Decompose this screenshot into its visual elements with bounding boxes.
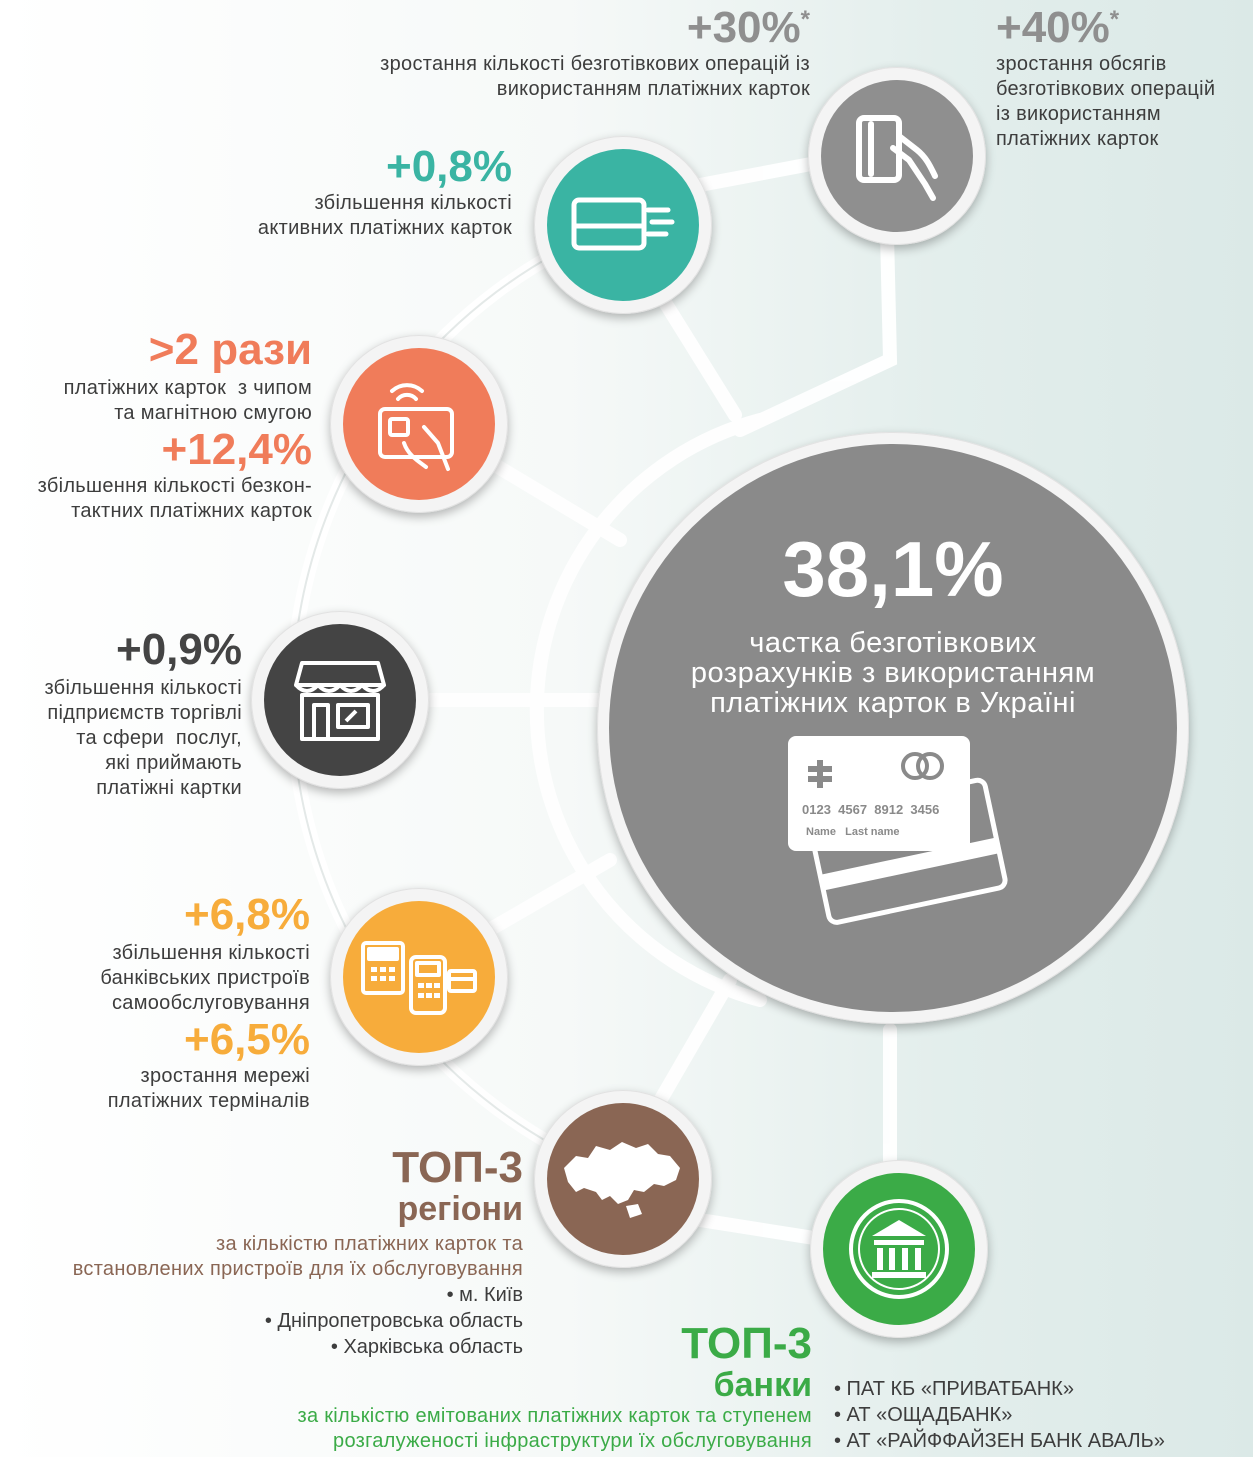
ops-count-value: +30% bbox=[686, 3, 801, 52]
contactless-card-icon bbox=[378, 383, 454, 471]
top-regions-subtitle: регіони bbox=[397, 1190, 524, 1228]
ops-volume-footnote-mark: * bbox=[1109, 6, 1120, 33]
devices-value: +6,8% bbox=[184, 890, 310, 939]
merchants-line2: підприємств торгівлі bbox=[47, 702, 242, 724]
atm-terminal-icon bbox=[361, 941, 477, 1015]
active-cards-line1: збільшення кількості bbox=[314, 192, 512, 214]
top-regions-title: ТОП-3 bbox=[392, 1143, 523, 1192]
devices-line4: зростання мережі bbox=[140, 1065, 310, 1087]
devices-circle bbox=[330, 888, 508, 1066]
top-banks-item-1: • ПАТ КБ «ПРИВАТБАНК» bbox=[834, 1378, 1074, 1400]
center-caption-line1: частка безготівкових bbox=[749, 627, 1037, 659]
devices-line5: платіжних терміналів bbox=[107, 1090, 310, 1112]
top-banks-subtitle: банки bbox=[713, 1366, 812, 1404]
ops-volume-block: +40%* зростання обсягів безготівкових оп… bbox=[996, 6, 1246, 152]
center-caption-line3: платіжних карток в Україні bbox=[710, 687, 1076, 719]
bank-building-icon bbox=[849, 1199, 949, 1299]
terminals-value: +6,5% bbox=[184, 1015, 310, 1064]
top-regions-item-2: • Дніпропетровська область bbox=[264, 1310, 523, 1332]
merchants-block: +0,9% збільшення кількості підприємств т… bbox=[0, 628, 242, 801]
ukraine-map-icon bbox=[564, 1142, 680, 1218]
active-cards-line2: активних платіжних карток bbox=[257, 217, 512, 239]
top-regions-line2: встановлених пристроїв для їх обслуговув… bbox=[72, 1258, 523, 1280]
devices-line1: збільшення кількості bbox=[112, 942, 310, 964]
top-banks-line2: розгалуженості інфраструктури їх обслуго… bbox=[333, 1430, 812, 1452]
top-banks-item-3: • АТ «РАЙФФАЙЗЕН БАНК АВАЛЬ» bbox=[834, 1430, 1165, 1452]
ops-count-line2: використанням платіжних карток bbox=[496, 78, 810, 100]
merchants-circle bbox=[251, 611, 429, 789]
center-caption-line2: розрахунків з використанням bbox=[690, 657, 1096, 689]
top-banks-block: ТОП-3 банки за кількістю емітованих плат… bbox=[200, 1319, 813, 1454]
store-icon bbox=[294, 661, 386, 741]
ops-volume-line3: із використанням bbox=[996, 103, 1161, 125]
top-banks-title: ТОП-3 bbox=[681, 1319, 812, 1368]
ops-volume-value: +40% bbox=[996, 3, 1110, 52]
speeding-card-icon bbox=[571, 197, 675, 251]
ops-volume-line1: зростання обсягів bbox=[996, 53, 1167, 75]
card-number: 0123 4567 8912 3456 bbox=[802, 802, 940, 817]
chip-cards-line2: та магнітною смугою bbox=[114, 402, 312, 424]
devices-line3: самообслуговування bbox=[111, 992, 310, 1014]
ops-volume-line2: безготівкових операцій bbox=[996, 78, 1216, 100]
regions-circle bbox=[534, 1090, 712, 1268]
contactless-value: +12,4% bbox=[161, 425, 312, 474]
center-value: 38,1% bbox=[782, 525, 1004, 613]
ops-count-block: +30%* зростання кількості безготівкових … bbox=[300, 6, 810, 102]
chip-cards-line3: збільшення кількості безкон- bbox=[37, 475, 312, 497]
chip-cards-circle bbox=[330, 335, 508, 513]
chip-cards-value: >2 рази bbox=[148, 325, 312, 374]
banks-circle bbox=[810, 1160, 988, 1338]
top-banks-item-2: • АТ «ОЩАДБАНК» bbox=[834, 1404, 1013, 1426]
card-name: Name Last name bbox=[806, 826, 900, 838]
ops-volume-circle bbox=[808, 67, 986, 245]
merchants-line5: платіжні картки bbox=[96, 777, 242, 799]
top-regions-block: ТОП-3 регіони за кількістю платіжних кар… bbox=[20, 1146, 523, 1360]
chip-cards-block: >2 рази платіжних карток з чипом та магн… bbox=[0, 328, 312, 524]
ops-count-line1: зростання кількості безготівкових операц… bbox=[380, 53, 810, 75]
merchants-line1: збільшення кількості bbox=[44, 677, 242, 699]
merchants-value: +0,9% bbox=[116, 625, 242, 674]
top-regions-item-1: • м. Київ bbox=[446, 1284, 523, 1306]
center-circle: 38,1% частка безготівкових розрахунків з… bbox=[597, 432, 1189, 1024]
chip-cards-line4: тактних платіжних карток bbox=[71, 500, 312, 522]
credit-card-icon: 0123 4567 8912 3456 Name Last name bbox=[788, 736, 1018, 926]
top-regions-line1: за кількістю платіжних карток та bbox=[215, 1233, 523, 1255]
active-cards-circle bbox=[534, 136, 712, 314]
chip-cards-line1: платіжних карток з чипом bbox=[63, 377, 312, 399]
devices-line2: банківських пристроїв bbox=[100, 967, 310, 989]
merchants-line4: які приймають bbox=[105, 752, 242, 774]
top-regions-item-3: • Харківська область bbox=[330, 1336, 523, 1358]
ops-count-footnote-mark: * bbox=[800, 6, 810, 33]
top-banks-line1: за кількістю емітованих платіжних карток… bbox=[297, 1405, 812, 1427]
devices-block: +6,8% збільшення кількості банківських п… bbox=[0, 893, 310, 1114]
active-cards-block: +0,8% збільшення кількості активних плат… bbox=[200, 145, 512, 241]
ops-volume-line4: платіжних карток bbox=[996, 128, 1159, 150]
merchants-line3: та сфери послуг, bbox=[76, 727, 242, 749]
card-in-hand-icon bbox=[856, 115, 938, 201]
active-cards-value: +0,8% bbox=[386, 142, 512, 191]
top-banks-list: • ПАТ КБ «ПРИВАТБАНК» • АТ «ОЩАДБАНК» • … bbox=[834, 1376, 1234, 1454]
